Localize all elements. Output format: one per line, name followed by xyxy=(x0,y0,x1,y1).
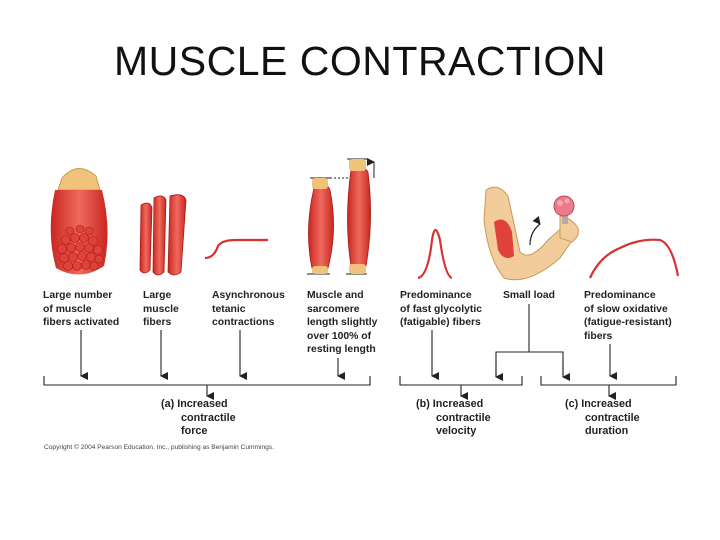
outcome-force-line3: force xyxy=(181,425,208,437)
outcome-duration-line3: duration xyxy=(585,425,629,437)
tetanic-curve xyxy=(204,238,268,260)
factor-label-slow-oxidative: Predominance of slow oxidative (fatigue-… xyxy=(584,290,672,342)
fast-twitch-curve xyxy=(417,228,453,280)
outcome-velocity-label: (b) Increased xyxy=(416,398,484,410)
flow-lines xyxy=(43,304,677,400)
factor-label-fiber-size: Large muscle fibers xyxy=(143,290,179,329)
page-title: MUSCLE CONTRACTION xyxy=(114,38,606,84)
outcome-force-line2: contractile xyxy=(181,411,236,424)
copyright-notice: Copyright © 2004 Pearson Education, Inc.… xyxy=(44,444,274,451)
outcome-force-label: (a) Increased xyxy=(161,398,228,410)
factor-label-tetanic: Asynchronous tetanic contractions xyxy=(212,290,285,329)
outcome-duration: (c) Increased contractile duration xyxy=(565,398,640,439)
factor-label-small-load: Small load xyxy=(503,290,555,301)
factor-label-fast-glycolytic: Predominance of fast glycolytic (fatigab… xyxy=(400,290,482,329)
muscle-length-illustration xyxy=(307,158,375,275)
factor-label-muscle-length: Muscle and sarcomere length slightly ove… xyxy=(307,290,378,356)
outcome-duration-label: (c) Increased xyxy=(565,398,632,410)
muscle-fibers-illustration xyxy=(139,194,187,276)
outcome-velocity: (b) Increased contractile velocity xyxy=(416,398,491,439)
outcome-duration-line2: contractile xyxy=(585,411,640,424)
outcome-force: (a) Increased contractile force xyxy=(161,398,236,439)
muscle-bundle-illustration xyxy=(50,168,108,275)
factor-label-fiber-count: Large number of muscle fibers activated xyxy=(43,290,120,329)
outcome-velocity-line2: contractile xyxy=(436,411,491,424)
arm-small-load-illustration xyxy=(483,186,579,281)
outcome-velocity-line3: velocity xyxy=(436,425,477,437)
slow-twitch-curve xyxy=(588,238,680,279)
